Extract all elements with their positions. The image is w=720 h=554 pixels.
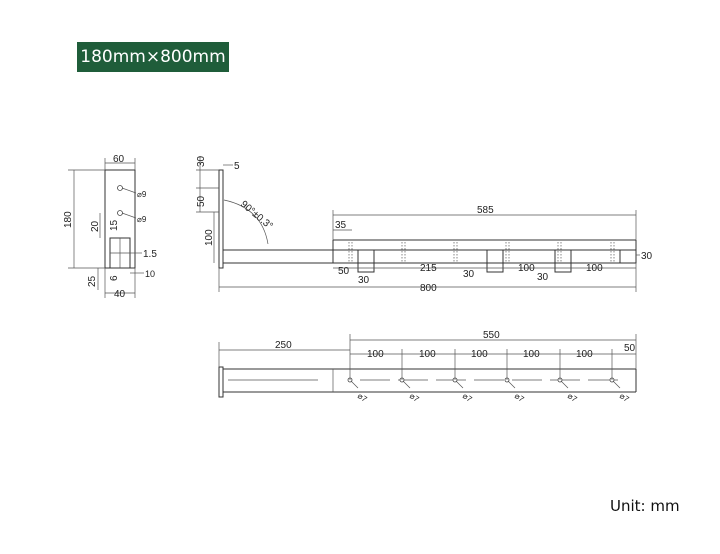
top-hole-label-4: ⌀7	[513, 391, 526, 404]
side-dim-30-a: 30	[358, 275, 370, 286]
end-hole-b-label: ⌀9	[137, 215, 147, 224]
top-spacing-5: 100	[576, 349, 593, 360]
side-view: 30 5 50 100 90°±0.3° 585 35 30 50 30 215…	[196, 155, 653, 294]
side-dim-50-low: 50	[338, 266, 350, 277]
top-hole-label-2: ⌀7	[408, 391, 421, 404]
end-dim-15: 15	[109, 219, 120, 231]
top-hole-label-3: ⌀7	[461, 391, 474, 404]
top-spacing-4: 100	[523, 349, 540, 360]
top-dim-50: 50	[624, 343, 636, 354]
end-dim-6: 6	[109, 275, 120, 281]
top-wall-plate	[218, 366, 224, 398]
end-dim-20: 20	[90, 220, 101, 232]
side-dim-215: 215	[420, 263, 437, 274]
side-wall-plate	[218, 169, 224, 269]
side-hook-2	[486, 249, 504, 273]
top-spacing-3: 100	[471, 349, 488, 360]
end-view: ⌀9 ⌀9 60 180 20 15 1.5 25 6 10 40	[63, 154, 157, 300]
top-spacing-1: 100	[367, 349, 384, 360]
top-hole-label-5: ⌀7	[566, 391, 579, 404]
end-hole-bottom	[117, 210, 123, 216]
end-width-top: 60	[113, 154, 125, 165]
side-dim-30-c: 30	[537, 272, 549, 283]
side-dim-35: 35	[335, 220, 347, 231]
side-dim-100-a: 100	[518, 263, 535, 274]
top-view: ⌀7 ⌀7 ⌀7 ⌀7 ⌀7 ⌀7 250 550 100 100 100 10…	[218, 330, 637, 404]
side-dim-800: 800	[420, 283, 437, 294]
side-hook-4	[619, 249, 637, 264]
end-height: 180	[63, 211, 74, 228]
end-dim-10: 10	[145, 269, 155, 279]
side-dim-30-b: 30	[463, 269, 475, 280]
side-dim-30-top: 30	[196, 155, 207, 167]
top-dim-250: 250	[275, 340, 292, 351]
side-dim-30-right: 30	[641, 251, 653, 262]
top-hole-label-1: ⌀7	[356, 391, 369, 404]
side-dim-585: 585	[477, 205, 494, 216]
top-spacing-2: 100	[419, 349, 436, 360]
top-dim-550: 550	[483, 330, 500, 341]
side-dim-100-b: 100	[586, 263, 603, 274]
end-hole-top	[117, 185, 123, 191]
side-hook-1	[357, 249, 375, 273]
side-angle: 90°±0.3°	[238, 199, 275, 232]
side-dim-100: 100	[204, 229, 215, 246]
end-width-bottom: 40	[114, 289, 126, 300]
side-hook-3	[554, 249, 572, 273]
top-hole-label-6: ⌀7	[618, 391, 631, 404]
side-dim-50: 50	[196, 195, 207, 207]
unit-label: Unit: mm	[610, 497, 680, 515]
end-hole-a-label: ⌀9	[137, 190, 147, 199]
title-badge: 180mm×800mm	[77, 42, 229, 72]
end-dim-1-5: 1.5	[143, 249, 157, 260]
side-dim-5: 5	[234, 161, 240, 172]
end-dim-25: 25	[87, 275, 98, 287]
